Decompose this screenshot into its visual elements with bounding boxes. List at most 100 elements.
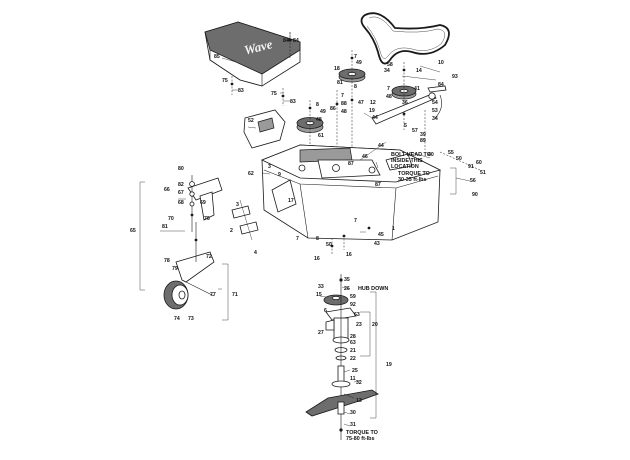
callout: 61 [318,133,324,139]
callout: 52 [248,118,254,124]
callout: 22 [350,356,356,362]
callout: 77 [210,292,216,298]
callout: 85 [214,54,220,60]
callout: 81 [162,224,168,230]
callout: 90 [472,192,478,198]
callout: 31 [350,422,356,428]
group-brackets [139,167,457,419]
note-bolt-head-line2: INSIDE THIS [391,158,423,164]
callout: 35 [344,277,350,283]
callout: 88 [341,101,347,107]
callout: 11 [350,376,356,382]
callout: 69 [200,200,206,206]
callout: 26 [344,286,350,292]
callout: 20 [372,322,378,328]
idler-arm [371,85,447,125]
callout: 47 [358,100,364,106]
callout: 83 [290,99,296,105]
hardware-markers [190,38,406,432]
gauge-wheel-assembly [163,222,215,310]
callout: 67 [178,190,184,196]
mower-blade [305,389,379,417]
callout: 50 [456,156,462,162]
callout: 71 [232,292,238,298]
callout: 7 [296,236,299,242]
callout: 28 [350,334,356,340]
callout: 27 [318,330,324,336]
callout: 75 [271,91,277,97]
callout: 55 [448,150,454,156]
callout: 40 [428,152,434,158]
callout: 68 [178,200,184,206]
callout: 75 [222,78,228,84]
callout: 16 [314,256,320,262]
note-torque-upper-line1: TORQUE TO [398,171,430,177]
callout: 8 [354,84,357,90]
callout: 84 [283,38,289,44]
callout: 49 [356,60,362,66]
callout: 83 [238,88,244,94]
callout: 84 [293,38,299,44]
drive-belt [360,12,450,65]
callout: 60 [476,160,482,166]
callout: 57 [412,128,418,134]
callout: 18 [334,66,340,72]
assembly-notes: BOLT HEAD TO INSIDE THIS LOCATION TORQUE… [346,152,431,442]
callout: 3 [236,202,239,208]
callout: 33 [318,284,324,290]
callout: 76 [204,216,210,222]
callout: 63 [354,312,360,318]
callout: 43 [374,241,380,247]
callout: 17 [288,198,294,204]
callout: 7 [387,86,390,92]
callout: 92 [350,302,356,308]
note-torque-upper-line2: 30-35 ft-lbs [398,177,426,183]
callout: 19 [386,362,392,368]
callout: 6 [324,308,327,314]
callout: 89 [420,138,426,144]
callout: 74 [174,316,180,322]
callout: 34 [384,68,390,74]
callout: 46 [362,154,368,160]
callout: 56 [470,178,476,184]
callout: 45 [378,232,384,238]
leader-lines [160,32,471,427]
callout: 87 [348,161,354,167]
callout: 81 [337,80,343,86]
callout: 62 [248,171,254,177]
callout: 79 [172,266,178,272]
callout: 7 [341,93,344,99]
callout: 36 [402,100,408,106]
callout: 91 [468,164,474,170]
callout: 58 [387,62,393,68]
callout: 44 [378,143,384,149]
callout: 32 [356,380,362,386]
callout: 48 [316,117,322,123]
callout: 3 [268,164,271,170]
callout: 39 [420,132,426,138]
callout: 82 [178,182,184,188]
callout: 7 [354,54,357,60]
note-bolt-head-line1: BOLT HEAD TO [391,152,431,158]
callout: 86 [330,106,336,112]
callout: 66 [164,187,170,193]
callout: 23 [356,322,362,328]
callout: 25 [352,368,358,374]
callout: 80 [178,166,184,172]
callout: 72 [206,254,212,260]
callout: 51 [480,170,486,176]
callout: 19 [369,108,375,114]
callout: 73 [188,316,194,322]
belt-shield [243,109,286,149]
callout: 49 [320,109,326,115]
callout: 87 [375,182,381,188]
callout: 10 [438,60,444,66]
callout: 8 [316,102,319,108]
note-torque-lower-line2: 75-80 ft-lbs [346,436,374,442]
mower-deck [260,144,442,241]
callout: 12 [370,100,376,106]
callout: 63 [350,340,356,346]
callout: 48 [386,94,392,100]
callout: 4 [254,250,257,256]
